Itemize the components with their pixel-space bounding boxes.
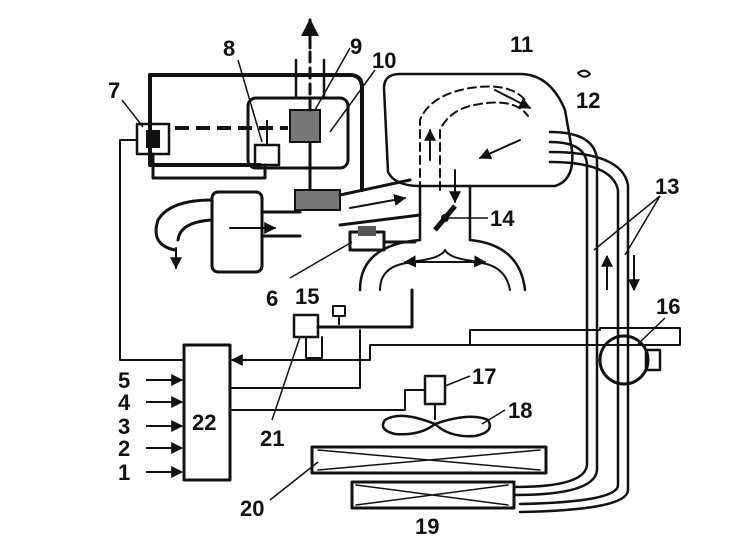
- ac-pipe-inner: [518, 150, 630, 514]
- ac-pipe-outer-b: [513, 140, 589, 489]
- leader-9: [314, 47, 351, 111]
- boost-solenoid-core: [146, 130, 160, 148]
- manifold-runner-dashed: [419, 85, 526, 191]
- air-box-left: [148, 73, 262, 167]
- label-4: 4: [118, 390, 131, 415]
- label-12: 12: [576, 88, 600, 113]
- leader-21: [271, 336, 301, 421]
- solenoid-hose: [151, 152, 267, 180]
- leader-8: [237, 59, 263, 143]
- label-18: 18: [508, 398, 532, 423]
- leader-10: [329, 69, 376, 133]
- ac-compressor-clutch: [644, 348, 662, 372]
- label-7: 7: [108, 78, 120, 103]
- wire-ecu-to-sensor: [231, 329, 361, 389]
- label-3: 3: [118, 414, 130, 439]
- wire-ecu-to-fan-relay: [231, 389, 426, 411]
- filter-inlet: [154, 198, 214, 252]
- manifold-flow-arrow-2: [478, 139, 521, 160]
- compressor-inlet-duct: [260, 210, 302, 238]
- temperature-sender: [332, 305, 346, 317]
- label-16: 16: [656, 294, 680, 319]
- leader-6: [289, 241, 353, 279]
- label-17: 17: [472, 364, 496, 389]
- condenser: [350, 480, 516, 510]
- ac-pipe-outer: [513, 130, 599, 497]
- lower-plenum-inner: [379, 261, 511, 291]
- compressor-wheel: [294, 189, 341, 211]
- symbol-12: [577, 69, 591, 78]
- wire-ecu-to-bus: [230, 327, 681, 366]
- label-20: 20: [240, 496, 264, 521]
- radiator-core: [317, 449, 541, 471]
- sensor-vacuum-line: [316, 288, 414, 329]
- label-2: 2: [118, 436, 130, 461]
- label-22: 22: [192, 410, 216, 435]
- radiator: [310, 445, 548, 475]
- label-8: 8: [223, 36, 235, 61]
- split-flow-left: [403, 249, 446, 268]
- label-11: 11: [510, 32, 533, 57]
- wire-ecu-to-pressure: [305, 336, 323, 359]
- intake-manifold: [382, 72, 574, 188]
- condenser-core: [355, 484, 509, 506]
- leader-13-a: [593, 195, 661, 251]
- label-14: 14: [490, 206, 515, 231]
- leader-7: [121, 99, 144, 128]
- exhaust-pipe-side: [294, 58, 326, 100]
- label-15: 15: [295, 284, 319, 309]
- charge-flow-arrow: [349, 194, 407, 209]
- manifold-runner-dashed-2: [439, 101, 529, 191]
- cooling-fan: [381, 414, 492, 438]
- leader-13-b: [624, 195, 661, 256]
- charge-pipe: [338, 178, 422, 227]
- throttle-body: [418, 184, 472, 242]
- ac-compressor: [598, 334, 650, 386]
- air-filter: [210, 190, 264, 274]
- label-1: 1: [118, 460, 130, 485]
- leader-16: [637, 317, 666, 345]
- throttle-pivot: [441, 214, 449, 222]
- air-box: [148, 73, 364, 192]
- label-9: 9: [350, 34, 362, 59]
- label-19: 19: [415, 514, 439, 539]
- wire-ecu-to-solenoid: [119, 139, 185, 361]
- leader-17: [444, 375, 471, 387]
- ac-pipe-inner-b: [518, 160, 620, 506]
- split-flow-right: [444, 249, 487, 268]
- label-10: 10: [372, 48, 396, 73]
- pressure-sensor: [292, 313, 320, 339]
- wastegate-actuator: [253, 143, 281, 167]
- ecu: [182, 343, 232, 482]
- leader-18: [481, 409, 506, 425]
- label-21: 21: [260, 426, 284, 451]
- manifold-flow-arrow-3: [494, 89, 532, 109]
- bypass-valve-body: [358, 226, 376, 236]
- turbine-wheel: [289, 109, 321, 143]
- label-6: 6: [266, 286, 278, 311]
- label-5: 5: [118, 368, 130, 393]
- label-13: 13: [655, 174, 679, 199]
- turbo-housing: [246, 96, 350, 170]
- fan-motor: [423, 374, 447, 406]
- leader-20: [269, 461, 319, 501]
